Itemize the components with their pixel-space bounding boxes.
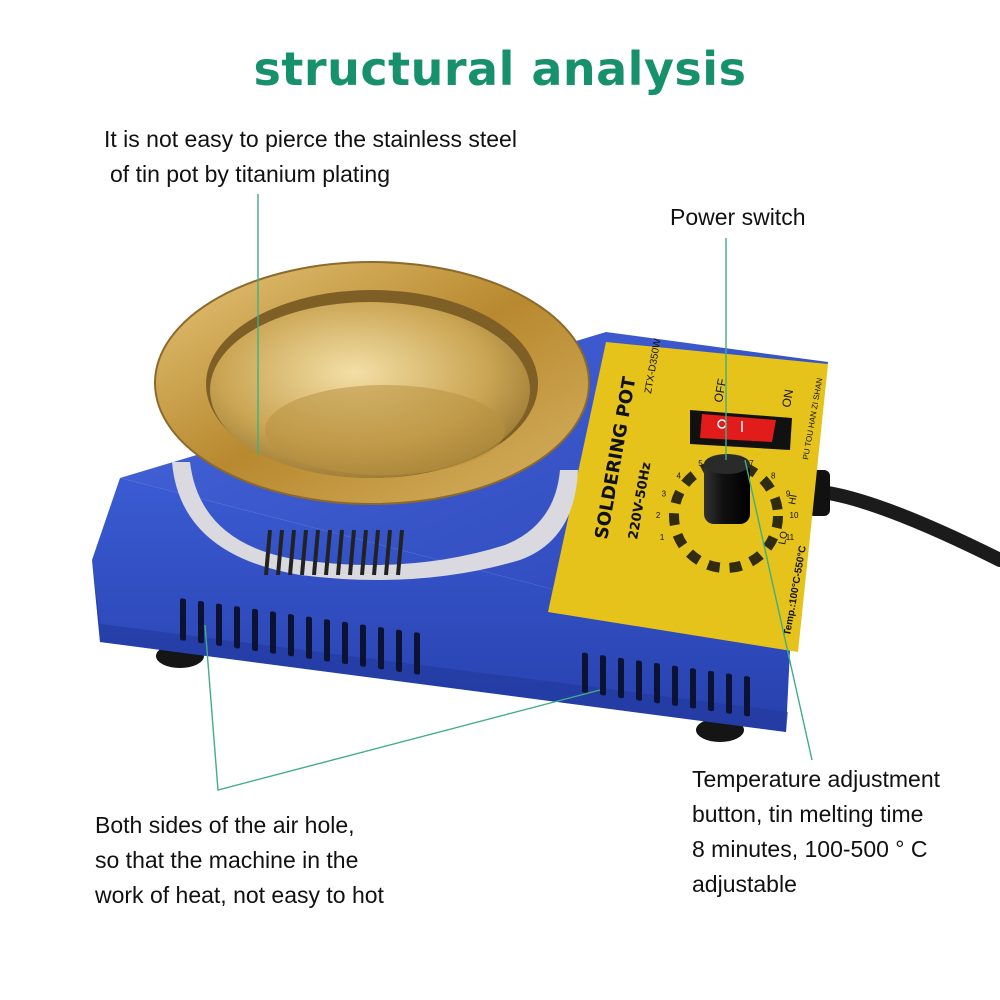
base-front — [92, 478, 790, 732]
dial-number: 7 — [749, 459, 754, 468]
knob-lo-label: LO — [777, 530, 790, 545]
heater-stripe — [324, 529, 332, 576]
heater-stripe — [336, 529, 344, 576]
vent-slot — [600, 655, 606, 696]
dial-number: 5 — [698, 459, 703, 468]
switch-off-label: OFF — [711, 377, 729, 403]
vent-slot — [690, 668, 696, 709]
vent-slot — [360, 624, 366, 667]
heater-stripe — [348, 529, 356, 576]
callout-air-line2: so that the machine in the — [95, 847, 359, 873]
dial-number: 9 — [786, 489, 791, 498]
dial-number: 4 — [677, 471, 682, 480]
vent-slot — [672, 665, 678, 706]
dial-numbers: 1234567891011 — [656, 455, 799, 542]
vent-slot — [708, 670, 714, 712]
callout-temperature: Temperature adjustment button, tin melti… — [692, 762, 940, 902]
dial-number: 10 — [790, 511, 799, 520]
vent-slot — [618, 657, 624, 699]
vent-slot — [288, 614, 294, 657]
callout-air-line1: Both sides of the air hole, — [95, 812, 355, 838]
vent-slot — [654, 663, 660, 704]
heater-stripe — [384, 529, 392, 576]
vent-slot — [726, 673, 732, 714]
heater-stripe — [360, 529, 368, 576]
leader-air-holes — [204, 624, 601, 791]
knob-hi-label: HI — [787, 494, 800, 506]
power-switch[interactable] — [690, 410, 792, 450]
callout-pot-line1: It is not easy to pierce the stainless s… — [104, 126, 517, 152]
callout-temp-line2: button, tin melting time — [692, 801, 924, 827]
temperature-knob[interactable] — [704, 454, 750, 524]
page-title: structural analysis — [253, 42, 747, 96]
heater-stripe — [264, 529, 272, 576]
heater-stripe — [312, 529, 320, 576]
vent-slot — [198, 600, 204, 644]
vent-slot — [396, 629, 402, 672]
vent-slot — [270, 611, 276, 654]
callout-temp-line4: adjustable — [692, 871, 797, 897]
dial-number: 2 — [656, 511, 661, 520]
callout-air-holes: Both sides of the air hole, so that the … — [95, 808, 384, 913]
callout-pot-line2: of tin pot by titanium plating — [110, 161, 390, 187]
callout-power-switch: Power switch — [670, 200, 805, 235]
vent-slot — [414, 632, 420, 675]
callout-air-line3: work of heat, not easy to hot — [95, 882, 384, 908]
heater-stripe — [372, 529, 380, 576]
heater-stripe — [276, 529, 284, 576]
vent-slot — [744, 676, 750, 717]
dial-number: 1 — [660, 533, 665, 542]
dial-number: 8 — [771, 471, 776, 480]
heater-stripes — [264, 529, 404, 576]
air-vent-slots — [180, 598, 750, 717]
vent-slot — [180, 598, 186, 641]
dial-number: 11 — [786, 533, 795, 542]
callout-temp-line3: 8 minutes, 100-500 ° C — [692, 836, 928, 862]
dial-number: 3 — [662, 489, 667, 498]
vent-slot — [324, 619, 330, 662]
callout-pot-plating: It is not easy to pierce the stainless s… — [104, 122, 517, 192]
vent-slot — [306, 616, 312, 659]
heater-stripe — [300, 529, 308, 576]
power-cord — [815, 485, 1000, 567]
leader-temperature — [744, 459, 813, 761]
callout-temp-line1: Temperature adjustment — [692, 766, 941, 792]
heater-stripe — [288, 529, 296, 576]
vent-slot — [234, 606, 240, 649]
vent-slot — [378, 627, 384, 670]
vent-slot — [342, 621, 348, 665]
vent-slot — [216, 603, 222, 646]
heater-stripe — [396, 529, 404, 576]
vent-slot — [582, 652, 588, 693]
vent-slot — [252, 608, 258, 652]
switch-on-label: ON — [779, 388, 796, 408]
vent-slot — [636, 660, 642, 701]
callout-power-switch-label: Power switch — [670, 204, 806, 230]
